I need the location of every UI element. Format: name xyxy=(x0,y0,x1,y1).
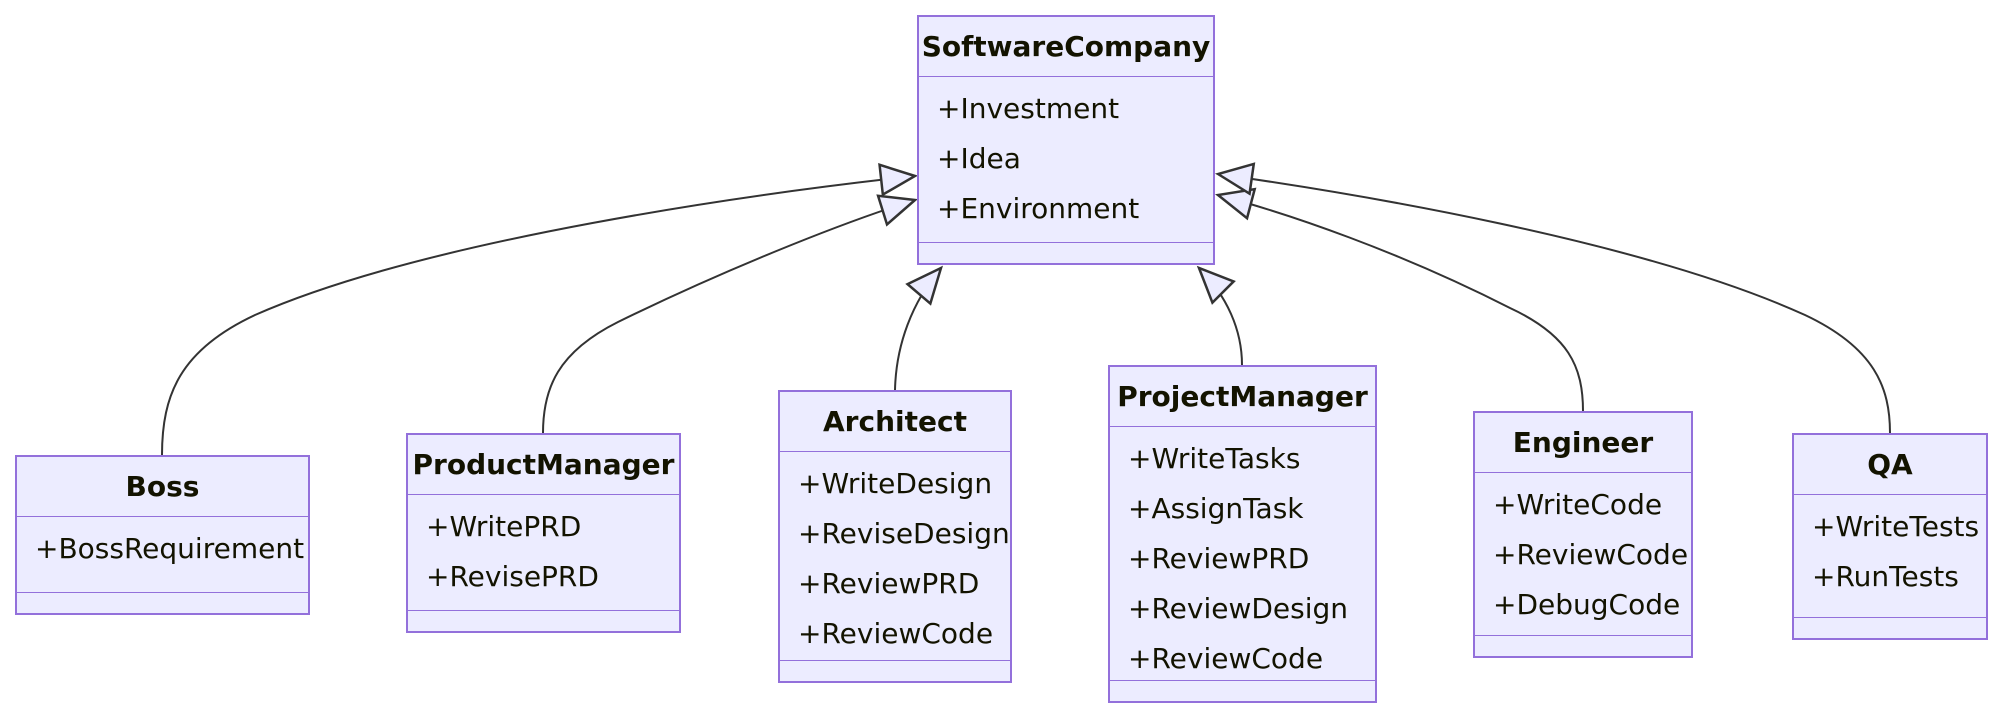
class-title: Boss xyxy=(17,457,308,517)
class-member: +WriteDesign xyxy=(798,467,993,500)
class-members: +Investment +Idea +Environment xyxy=(919,77,1213,242)
class-box-softwarecompany: SoftwareCompany +Investment +Idea +Envir… xyxy=(917,15,1215,265)
class-box-architect: Architect +WriteDesign +ReviseDesign +Re… xyxy=(778,390,1012,683)
edge-productmanager-to-softwarecompany xyxy=(542,194,918,434)
class-member: +ReviewCode xyxy=(1128,642,1324,675)
class-methods-empty xyxy=(1110,680,1375,701)
class-title: Engineer xyxy=(1475,413,1691,473)
class-member: +Investment xyxy=(937,92,1120,125)
class-member: +ReviewPRD xyxy=(798,567,980,600)
class-member: +WriteTests xyxy=(1812,510,1980,543)
class-methods-empty xyxy=(408,610,679,631)
class-methods-empty xyxy=(17,592,308,613)
class-member: +ReviseDesign xyxy=(798,517,1010,550)
class-member: +ReviewPRD xyxy=(1128,542,1310,575)
class-member: +WritePRD xyxy=(426,510,582,543)
class-box-productmanager: ProductManager +WritePRD +RevisePRD xyxy=(406,433,681,633)
class-box-boss: Boss +BossRequirement xyxy=(15,455,310,615)
class-member: +ReviewDesign xyxy=(1128,592,1349,625)
class-member: +WriteCode xyxy=(1493,488,1663,521)
class-members: +BossRequirement xyxy=(17,517,308,592)
class-members: +WriteDesign +ReviseDesign +ReviewPRD +R… xyxy=(780,452,1010,660)
class-title: ProductManager xyxy=(408,435,679,495)
edge-boss-to-softwarecompany xyxy=(161,163,919,456)
edge-qa-to-softwarecompany xyxy=(1214,162,1891,434)
class-members: +WriteTests +RunTests xyxy=(1794,495,1986,617)
class-member: +BossRequirement xyxy=(35,532,305,565)
class-members: +WritePRD +RevisePRD xyxy=(408,495,679,610)
edge-architect-to-softwarecompany xyxy=(894,265,944,391)
edge-projectmanager-to-softwarecompany xyxy=(1196,265,1243,366)
class-member: +ReviewCode xyxy=(1493,538,1689,571)
class-member: +ReviewCode xyxy=(798,617,994,650)
class-member: +AssignTask xyxy=(1128,492,1304,525)
class-member: +Idea xyxy=(937,142,1021,175)
class-box-qa: QA +WriteTests +RunTests xyxy=(1792,433,1988,640)
class-box-engineer: Engineer +WriteCode +ReviewCode +DebugCo… xyxy=(1473,411,1693,658)
class-methods-empty xyxy=(919,242,1213,263)
class-title: SoftwareCompany xyxy=(919,17,1213,77)
class-title: Architect xyxy=(780,392,1010,452)
class-title: QA xyxy=(1794,435,1986,495)
class-member: +RevisePRD xyxy=(426,560,599,593)
edge-engineer-to-softwarecompany xyxy=(1215,187,1584,412)
class-member: +Environment xyxy=(937,192,1140,225)
class-member: +DebugCode xyxy=(1493,588,1681,621)
class-member: +RunTests xyxy=(1812,560,1959,593)
class-title: ProjectManager xyxy=(1110,367,1375,427)
class-box-projectmanager: ProjectManager +WriteTasks +AssignTask +… xyxy=(1108,365,1377,703)
class-methods-empty xyxy=(1794,617,1986,638)
class-member: +WriteTasks xyxy=(1128,442,1301,475)
class-members: +WriteCode +ReviewCode +DebugCode xyxy=(1475,473,1691,635)
class-methods-empty xyxy=(1475,635,1691,656)
class-methods-empty xyxy=(780,660,1010,681)
class-members: +WriteTasks +AssignTask +ReviewPRD +Revi… xyxy=(1110,427,1375,680)
